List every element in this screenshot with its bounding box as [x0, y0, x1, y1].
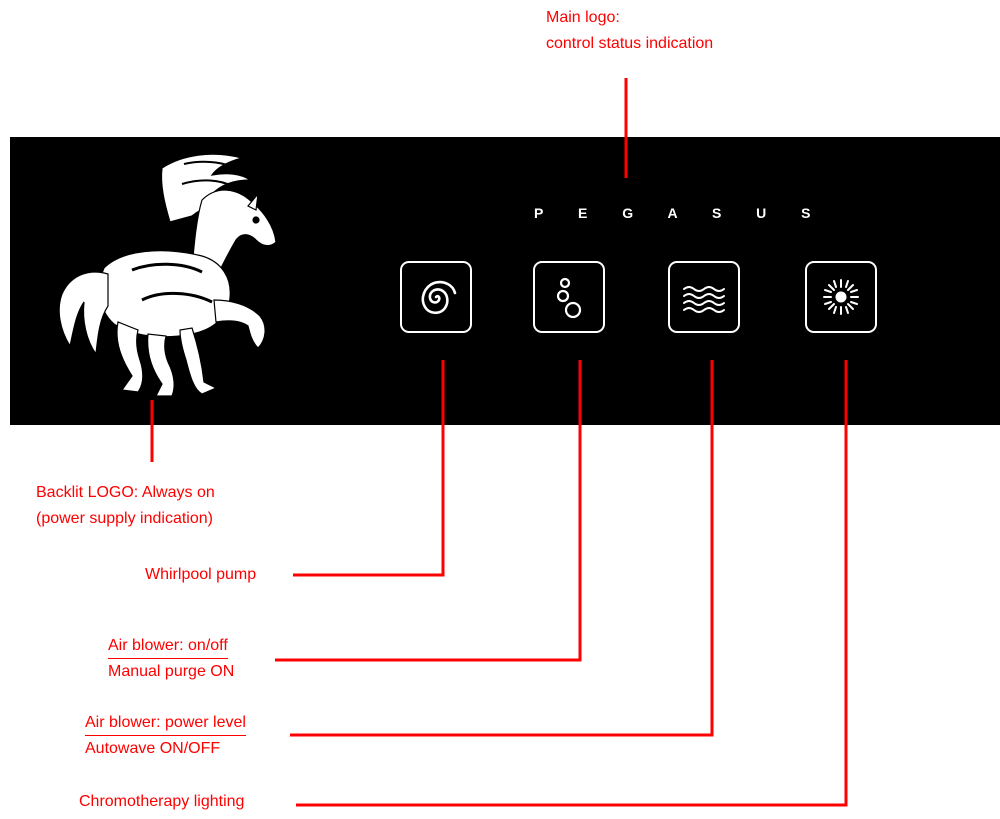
- main-logo-label: Main logo: control status indication: [546, 5, 713, 57]
- waves-icon: [683, 286, 725, 313]
- air-power-label: Air blower: power level: [85, 713, 246, 736]
- autowave-label: Air blower: power level Autowave ON/OFF: [85, 710, 246, 762]
- main-logo-label-line1: Main logo:: [546, 9, 620, 26]
- autowave-onoff-label: Autowave ON/OFF: [85, 740, 221, 757]
- backlit-label-line2: (power supply indication): [36, 510, 213, 527]
- backlit-logo-label: Backlit LOGO: Always on (power supply in…: [36, 480, 215, 532]
- autowave-button[interactable]: [668, 261, 740, 333]
- pegasus-horse-logo: [58, 153, 277, 397]
- sun-icon: [823, 279, 859, 315]
- leader-chromotherapy: [296, 360, 848, 807]
- brand-name: P E G A S U S: [534, 205, 827, 221]
- air-blower-button[interactable]: [533, 261, 605, 333]
- spiral-icon: [421, 280, 457, 315]
- backlit-label-line1: Backlit LOGO: Always on: [36, 484, 215, 501]
- manual-purge-label: Manual purge ON: [108, 663, 235, 680]
- whirlpool-pump-button[interactable]: [400, 261, 472, 333]
- air-blower-label: Air blower: on/off Manual purge ON: [108, 633, 234, 685]
- chromotherapy-button[interactable]: [805, 261, 877, 333]
- main-logo-label-line2: control status indication: [546, 35, 714, 52]
- air-onoff-label: Air blower: on/off: [108, 636, 228, 659]
- bubbles-icon: [556, 277, 582, 319]
- chromotherapy-label: Chromotherapy lighting: [79, 793, 245, 810]
- whirlpool-pump-label: Whirlpool pump: [145, 566, 257, 583]
